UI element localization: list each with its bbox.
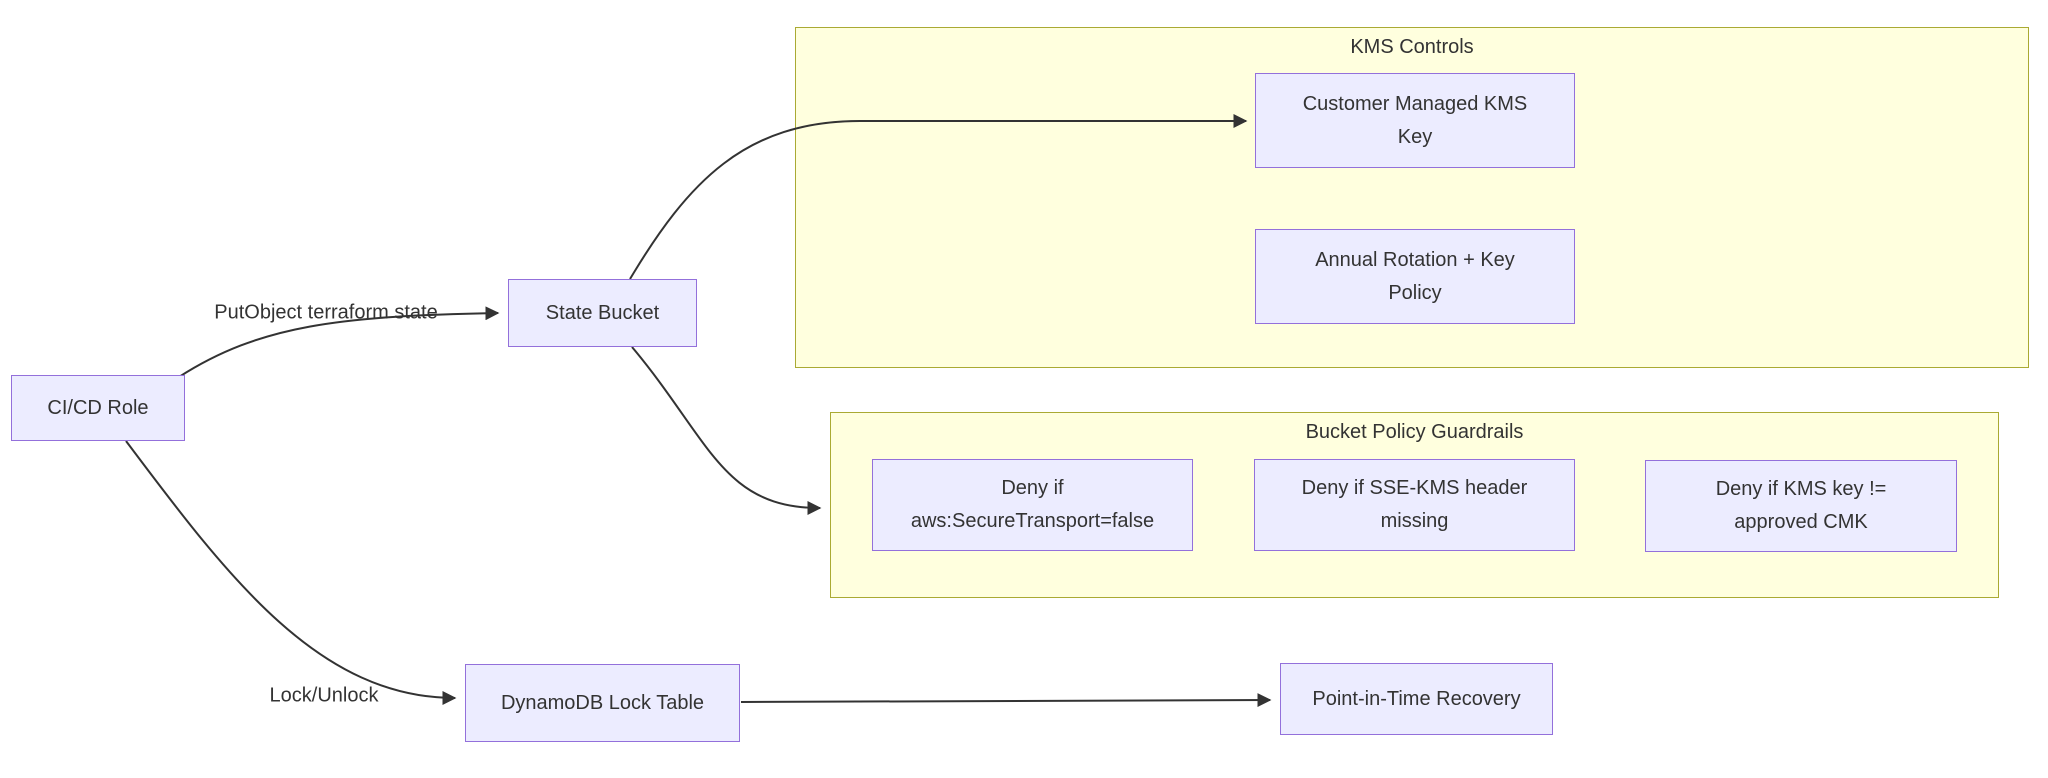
node-annual-rotation-key-policy: Annual Rotation + Key Policy	[1255, 229, 1575, 324]
node-annual-rotation-key-policy-label: Annual Rotation + Key Policy	[1315, 248, 1515, 304]
node-dynamodb-lock-table-label: DynamoDB Lock Table	[500, 691, 705, 714]
edge-label-lock-unlock: Lock/Unlock	[269, 684, 379, 707]
node-dynamodb-lock-table: DynamoDB Lock Table	[465, 664, 740, 742]
edge-cicd-role-to-lock-table	[125, 440, 457, 705]
edge-state-bucket-to-guardrails	[631, 346, 822, 515]
node-cicd-role-label: CI/CD Role	[47, 396, 149, 419]
edge-label-putobject-terraform-state: PutObject terraform state	[214, 301, 438, 324]
node-cicd-role: CI/CD Role	[11, 375, 185, 441]
node-deny-sse-kms-header: Deny if SSE-KMS header missing	[1254, 459, 1575, 551]
node-customer-managed-kms-key: Customer Managed KMS Key	[1255, 73, 1575, 168]
node-deny-kms-key-mismatch-label: Deny if KMS key != approved CMK	[1715, 478, 1887, 533]
node-state-bucket-label: State Bucket	[545, 301, 660, 324]
subgraph-bucket-policy-guardrails-title: Bucket Policy Guardrails	[1305, 421, 1524, 443]
node-state-bucket: State Bucket	[508, 279, 697, 347]
node-deny-sse-kms-header-label: Deny if SSE-KMS header missing	[1301, 477, 1528, 532]
node-deny-kms-key-mismatch: Deny if KMS key != approved CMK	[1645, 460, 1957, 552]
node-deny-secure-transport: Deny if aws:SecureTransport=false	[872, 459, 1193, 551]
edge-cicd-role-to-state-bucket	[178, 306, 500, 378]
node-point-in-time-recovery-label: Point-in-Time Recovery	[1312, 687, 1521, 710]
node-point-in-time-recovery: Point-in-Time Recovery	[1280, 663, 1553, 735]
edge-lock-table-to-pitr	[740, 693, 1272, 708]
subgraph-kms-controls-title: KMS Controls	[1350, 36, 1474, 58]
node-deny-secure-transport-label: Deny if aws:SecureTransport=false	[910, 477, 1155, 532]
node-customer-managed-kms-key-label: Customer Managed KMS Key	[1302, 92, 1528, 148]
edge-state-bucket-to-kms-key	[629, 114, 1248, 280]
